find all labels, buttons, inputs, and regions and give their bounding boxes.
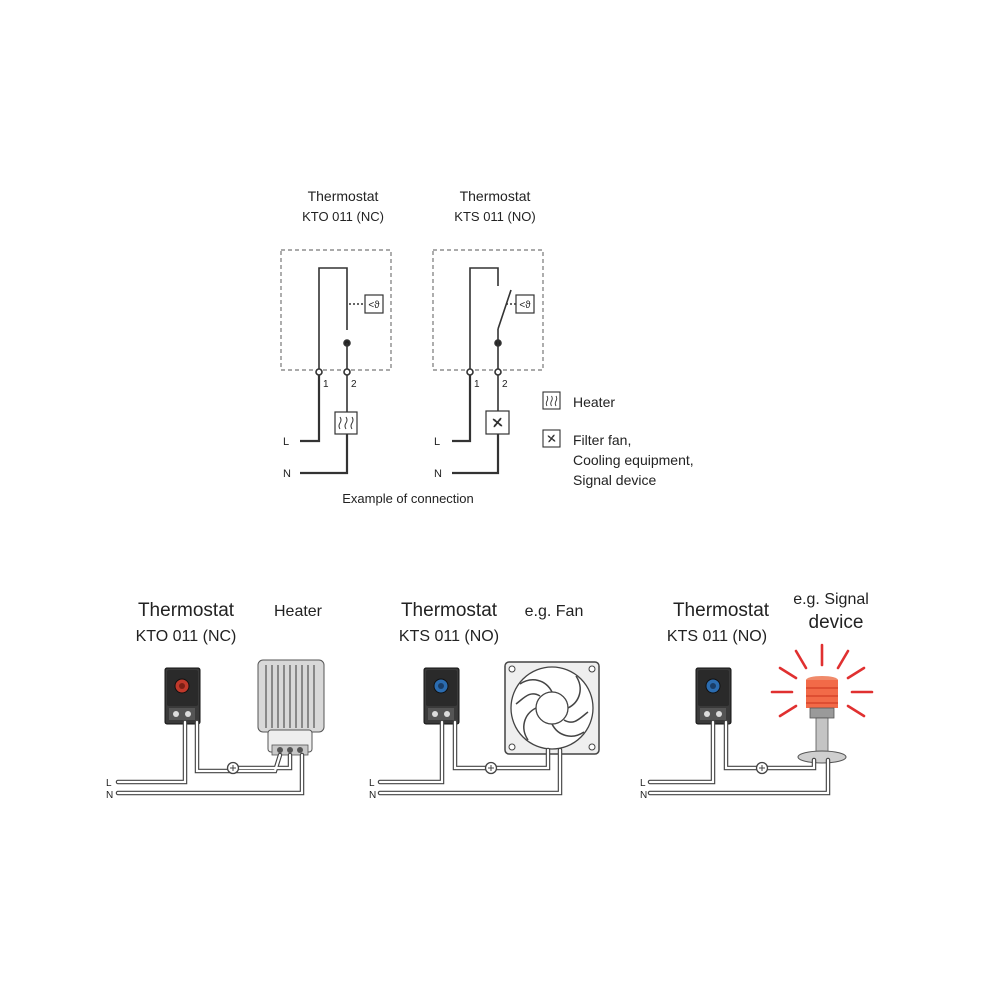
example-3-neutral-label: N [640, 790, 647, 801]
heater-icon [338, 416, 354, 430]
nc-terminal-1 [315, 368, 323, 376]
example-1-line-label: L [106, 778, 112, 789]
example-2-line-label: L [369, 778, 375, 789]
no-terminal-1 [466, 368, 474, 376]
thermostat-kts-device [695, 667, 732, 725]
schematic-legend: Heater Filter fan, Cooling equipment, Si… [542, 391, 694, 488]
example-kts-fan: Thermostat KTS 011 (NO) e.g. Fan [369, 600, 600, 801]
thermostat-kts-device [423, 667, 460, 725]
example-2-neutral-wire [378, 748, 562, 795]
example-1-line-wire [115, 719, 188, 785]
example-1-device: Heater [274, 603, 323, 620]
nc-model: KTO 011 (NC) [302, 209, 384, 224]
earth-terminal-icon [226, 761, 240, 775]
schematic-nc: Thermostat KTO 011 (NC) <ϑ 1 2 L N [280, 188, 392, 480]
nc-terminal-1-label: 1 [323, 379, 329, 390]
schematic-caption: Example of connection [342, 491, 474, 506]
light-rays-icon [770, 643, 874, 718]
example-2-line-wire [378, 720, 444, 784]
legend-heater-label: Heater [573, 394, 615, 410]
no-model: KTS 011 (NO) [454, 209, 535, 224]
example-1-neutral-label: N [106, 790, 113, 801]
nc-terminal-2-label: 2 [351, 379, 357, 390]
example-1-model: KTO 011 (NC) [136, 628, 237, 645]
fan-icon [492, 417, 503, 428]
example-2-neutral-label: N [369, 790, 376, 801]
example-2-title: Thermostat [401, 600, 498, 621]
example-1-earth-wire [235, 752, 293, 771]
example-1-neutral-wire [115, 752, 305, 796]
example-kts-signal: Thermostat KTS 011 (NO) e.g. Signal devi… [640, 591, 874, 801]
no-neutral-label: N [434, 468, 442, 480]
no-sensor-box [515, 294, 535, 314]
heater-device [257, 659, 325, 756]
no-terminal-1-label: 1 [474, 379, 480, 390]
no-neutral-wire [452, 434, 500, 475]
no-title: Thermostat [460, 188, 531, 204]
example-kto-heater: Thermostat KTO 011 (NC) Heater [106, 600, 325, 801]
nc-sensor-box [364, 294, 384, 314]
example-2-device: e.g. Fan [525, 603, 584, 620]
signal-lamp-device [770, 643, 874, 764]
example-3-model: KTS 011 (NO) [667, 628, 767, 645]
fan-device [504, 661, 600, 755]
schematic-no: Thermostat KTS 011 (NO) <ϑ 1 2 L N [432, 188, 544, 480]
example-3-link-wire [724, 720, 816, 770]
nc-sensor-symbol: <ϑ [368, 300, 380, 311]
legend-fan-label-3: Signal device [573, 472, 656, 488]
no-housing-outline [432, 249, 544, 371]
legend-heater-symbol [542, 391, 561, 410]
legend-fan-symbol [542, 429, 561, 448]
example-3-device-line2: device [809, 612, 864, 633]
example-1-title: Thermostat [138, 600, 235, 621]
nc-neutral-wire [300, 434, 349, 475]
earth-terminal-icon [755, 761, 769, 775]
example-3-line-wire [648, 720, 715, 784]
example-2-link-wire [453, 720, 550, 770]
nc-line-label: L [283, 436, 289, 448]
no-contact-blade [497, 289, 512, 330]
no-sensor-symbol: <ϑ [519, 300, 531, 311]
legend-fan-label-2: Cooling equipment, [573, 452, 694, 468]
nc-wire-1 [318, 267, 348, 370]
thermostat-kto-device [164, 667, 201, 725]
nc-housing-outline [280, 249, 392, 371]
legend-fan-label-1: Filter fan, [573, 432, 631, 448]
nc-neutral-label: N [283, 468, 291, 480]
example-3-device-line1: e.g. Signal [793, 591, 869, 608]
no-wire-1 [469, 267, 499, 370]
no-line-label: L [434, 436, 440, 448]
nc-line-wire [300, 375, 321, 443]
example-3-line-label: L [640, 778, 646, 789]
earth-terminal-icon [484, 761, 498, 775]
legend-fan-icon [547, 434, 556, 443]
nc-terminal-2 [343, 368, 351, 376]
example-3-title: Thermostat [673, 600, 770, 621]
example-3-neutral-wire [648, 758, 830, 795]
no-terminal-2 [494, 368, 502, 376]
example-2-model: KTS 011 (NO) [399, 628, 499, 645]
nc-title: Thermostat [308, 188, 379, 204]
no-line-wire [452, 375, 472, 443]
no-terminal-2-label: 2 [502, 379, 508, 390]
legend-heater-icon [545, 395, 558, 407]
